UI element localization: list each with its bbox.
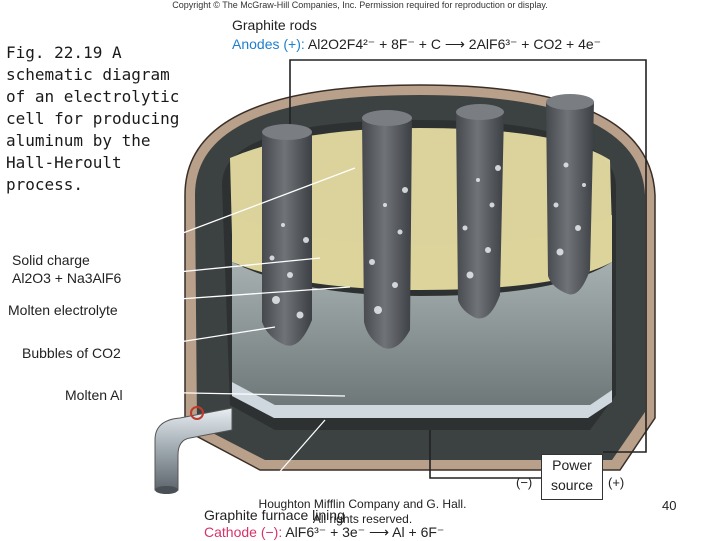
- molten-al-tap-pipe: [154, 406, 233, 494]
- furnace-lining-label: Graphite furnace lining: [204, 507, 345, 523]
- anode-rod-3: [456, 104, 504, 319]
- figure-caption: Fig. 22.19 A schematic diagram of an ele…: [6, 43, 180, 194]
- cathode-prefix: Cathode (−):: [204, 524, 283, 540]
- power-line-2: source: [550, 477, 594, 493]
- molten-electrolyte-region: [232, 262, 612, 405]
- page-number: 40: [662, 498, 677, 513]
- bubbles-label: Bubbles of CO2: [22, 345, 121, 361]
- cathode-wire: [429, 430, 541, 479]
- anode-rod-4: [546, 94, 594, 295]
- graphite-rods-label: Graphite rods: [232, 17, 317, 33]
- solid-charge-label: Solid charge: [12, 252, 90, 268]
- cathode-reaction: AlF6³⁻ + 3e⁻ ⟶ Al + 6F⁻: [285, 524, 445, 540]
- plus-terminal-label: (+): [608, 475, 625, 490]
- cathode-reaction-label: Cathode (−): AlF6³⁻ + 3e⁻ ⟶ Al + 6F⁻: [204, 524, 444, 541]
- anode-reaction-label: Anodes (+): Al2O2F4²⁻ + 8F⁻ + C ⟶ 2AlF6³…: [232, 36, 601, 53]
- molten-electrolyte-label: Molten electrolyte: [8, 302, 118, 318]
- solid-charge-layer: [230, 128, 612, 252]
- leader-lines: [129, 167, 356, 501]
- molten-al-label: Molten Al: [65, 387, 123, 403]
- molten-al-layer: [232, 382, 612, 418]
- co2-bubbles: [269, 162, 586, 319]
- copyright-notice: Copyright © The McGraw-Hill Companies, I…: [172, 0, 548, 10]
- anodes-prefix: Anodes (+):: [232, 36, 305, 52]
- anode-rod-2: [362, 110, 412, 349]
- minus-terminal-label: (−): [516, 475, 533, 490]
- anode-wire: [289, 59, 647, 453]
- power-source: Power source: [541, 454, 603, 500]
- anode-reaction: Al2O2F4²⁻ + 8F⁻ + C ⟶ 2AlF6³⁻ + CO2 + 4e…: [307, 36, 602, 52]
- footer-credit: Houghton Mifflin Company and G. Hall. Al…: [258, 497, 467, 526]
- solid-charge-formula: Al2O3 + Na3AlF6: [12, 270, 122, 286]
- anode-rod-1: [262, 124, 312, 346]
- power-line-1: Power: [552, 457, 592, 473]
